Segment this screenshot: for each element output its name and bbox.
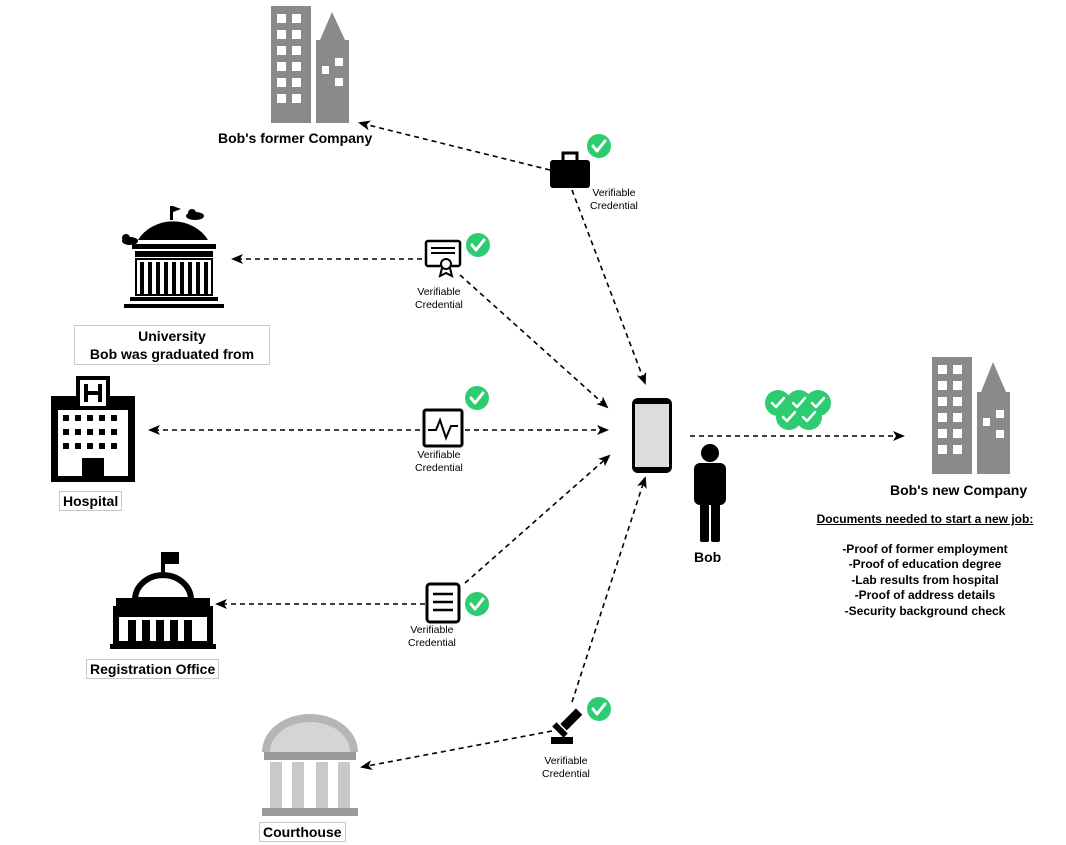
requirement-item: -Lab results from hospital xyxy=(851,572,999,587)
arrow-certificate-to-phone xyxy=(459,274,609,409)
credential-caption-line2: Credential xyxy=(590,200,638,212)
arrow-document-to-phone xyxy=(464,454,611,584)
multiple-checks-icon xyxy=(765,390,831,430)
credential-caption-line2: Credential xyxy=(542,768,590,780)
credential-caption-line2: Credential xyxy=(415,299,463,311)
arrow-to-former-company xyxy=(358,120,551,171)
green-check-icon xyxy=(585,132,613,160)
university-label-line2: Bob was graduated from xyxy=(89,346,255,362)
hospital-label: Hospital xyxy=(59,491,123,511)
courthouse-label: Courthouse xyxy=(259,822,346,842)
credential-caption-line2: Credential xyxy=(415,462,463,474)
certificate-icon xyxy=(424,239,462,278)
credential-caption-line1: Verifiable xyxy=(417,449,461,461)
credential-caption-line1: Verifiable xyxy=(417,286,461,298)
arrow-gavel-to-phone xyxy=(571,476,647,703)
credential-caption: Verifiable Credential xyxy=(415,286,463,312)
briefcase-icon xyxy=(550,151,590,188)
requirements-list: Documents needed to start a new job: -Pr… xyxy=(795,512,1055,619)
university-label-line1: University xyxy=(138,328,206,344)
credential-caption-line1: Verifiable xyxy=(410,624,454,636)
credential-caption: Verifiable Credential xyxy=(415,449,463,475)
credential-caption: Verifiable Credential xyxy=(408,624,456,650)
gavel-icon xyxy=(551,708,583,744)
green-check-icon xyxy=(463,590,491,618)
arrows xyxy=(148,120,905,771)
new-company-building-icon xyxy=(932,357,1010,474)
bob-label: Bob xyxy=(694,549,722,565)
document-icon xyxy=(425,582,461,624)
arrow-to-courthouse xyxy=(360,730,553,771)
green-check-icon xyxy=(464,231,492,259)
requirement-item: -Proof of former employment xyxy=(842,541,1008,556)
former-company-label: Bob's former Company xyxy=(218,130,373,146)
registration-office-building-icon xyxy=(110,552,216,649)
courthouse-building-icon xyxy=(262,714,358,816)
former-company-building-icon xyxy=(271,6,349,123)
requirements-title: Documents needed to start a new job: xyxy=(816,512,1034,526)
lab-report-icon xyxy=(422,408,464,448)
credential-caption-line1: Verifiable xyxy=(544,755,588,767)
credential-caption: Verifiable Credential xyxy=(590,187,638,213)
green-check-icon xyxy=(585,695,613,723)
university-building-icon xyxy=(122,206,224,308)
requirement-item: -Proof of address details xyxy=(854,588,996,602)
green-check-icon xyxy=(463,384,491,412)
credential-caption-line1: Verifiable xyxy=(592,187,636,199)
university-label: University Bob was graduated from xyxy=(74,325,270,365)
requirement-item: -Proof of education degree xyxy=(848,557,1002,571)
credential-caption: Verifiable Credential xyxy=(542,755,590,781)
registration-office-label: Registration Office xyxy=(86,659,220,679)
phone-icon xyxy=(632,398,672,473)
arrow-briefcase-to-phone xyxy=(571,189,647,385)
new-company-label: Bob's new Company xyxy=(890,482,1028,498)
person-icon xyxy=(694,444,726,542)
hospital-building-icon xyxy=(51,376,135,482)
credential-caption-line2: Credential xyxy=(408,637,456,649)
requirement-item: -Security background check xyxy=(844,603,1006,618)
